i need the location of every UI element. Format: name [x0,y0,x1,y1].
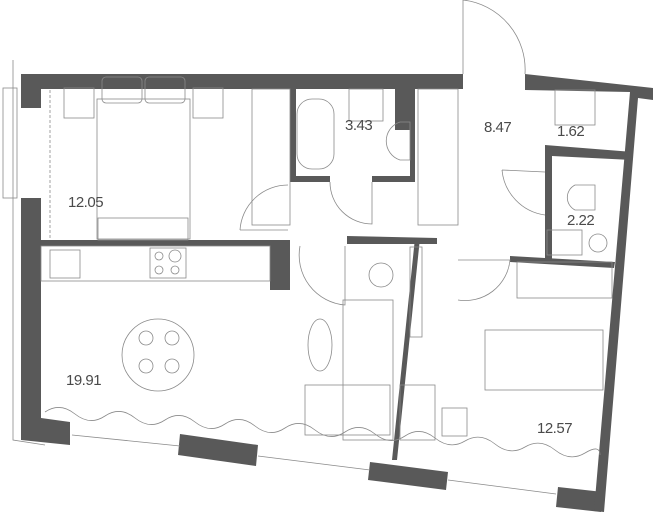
bed-icon [63,76,224,240]
area-label-bedroom-2: 12.57 [537,420,572,437]
curtain-icon [44,407,601,458]
wardrobe-icon [516,261,613,299]
doors [239,0,546,306]
sofa-icon [304,384,391,436]
sink-icon [348,88,384,122]
dining-table-icon [121,318,195,392]
desk-icon [399,384,436,441]
chair-icon [441,407,468,437]
radiator-icon [409,246,423,338]
area-label-toilet: 2.22 [567,212,594,229]
bed-icon [484,329,604,391]
bathtub-icon [296,98,335,170]
shelf-icon [554,89,596,126]
washing-machine-icon [588,233,608,253]
desk-icon [97,217,189,241]
wardrobe-icon [417,88,459,226]
area-label-wardrobe: 1.62 [557,123,584,140]
area-label-bathroom: 3.43 [345,117,372,134]
kitchen-counter [40,245,271,282]
coffee-table-icon [307,318,333,372]
chairs [138,330,180,374]
ceiling-fan-icon [368,262,394,288]
toilet-icon [385,121,411,161]
outer-line [12,60,46,446]
area-label-hall: 8.47 [484,119,511,136]
sink-icon [546,229,583,256]
area-label-kitchen-living: 19.91 [66,372,101,389]
toilet-icon [566,184,596,211]
area-label-bedroom: 12.05 [68,194,103,211]
sofa-icon [342,299,394,441]
windows [2,87,557,495]
wardrobe-icon [251,88,291,226]
